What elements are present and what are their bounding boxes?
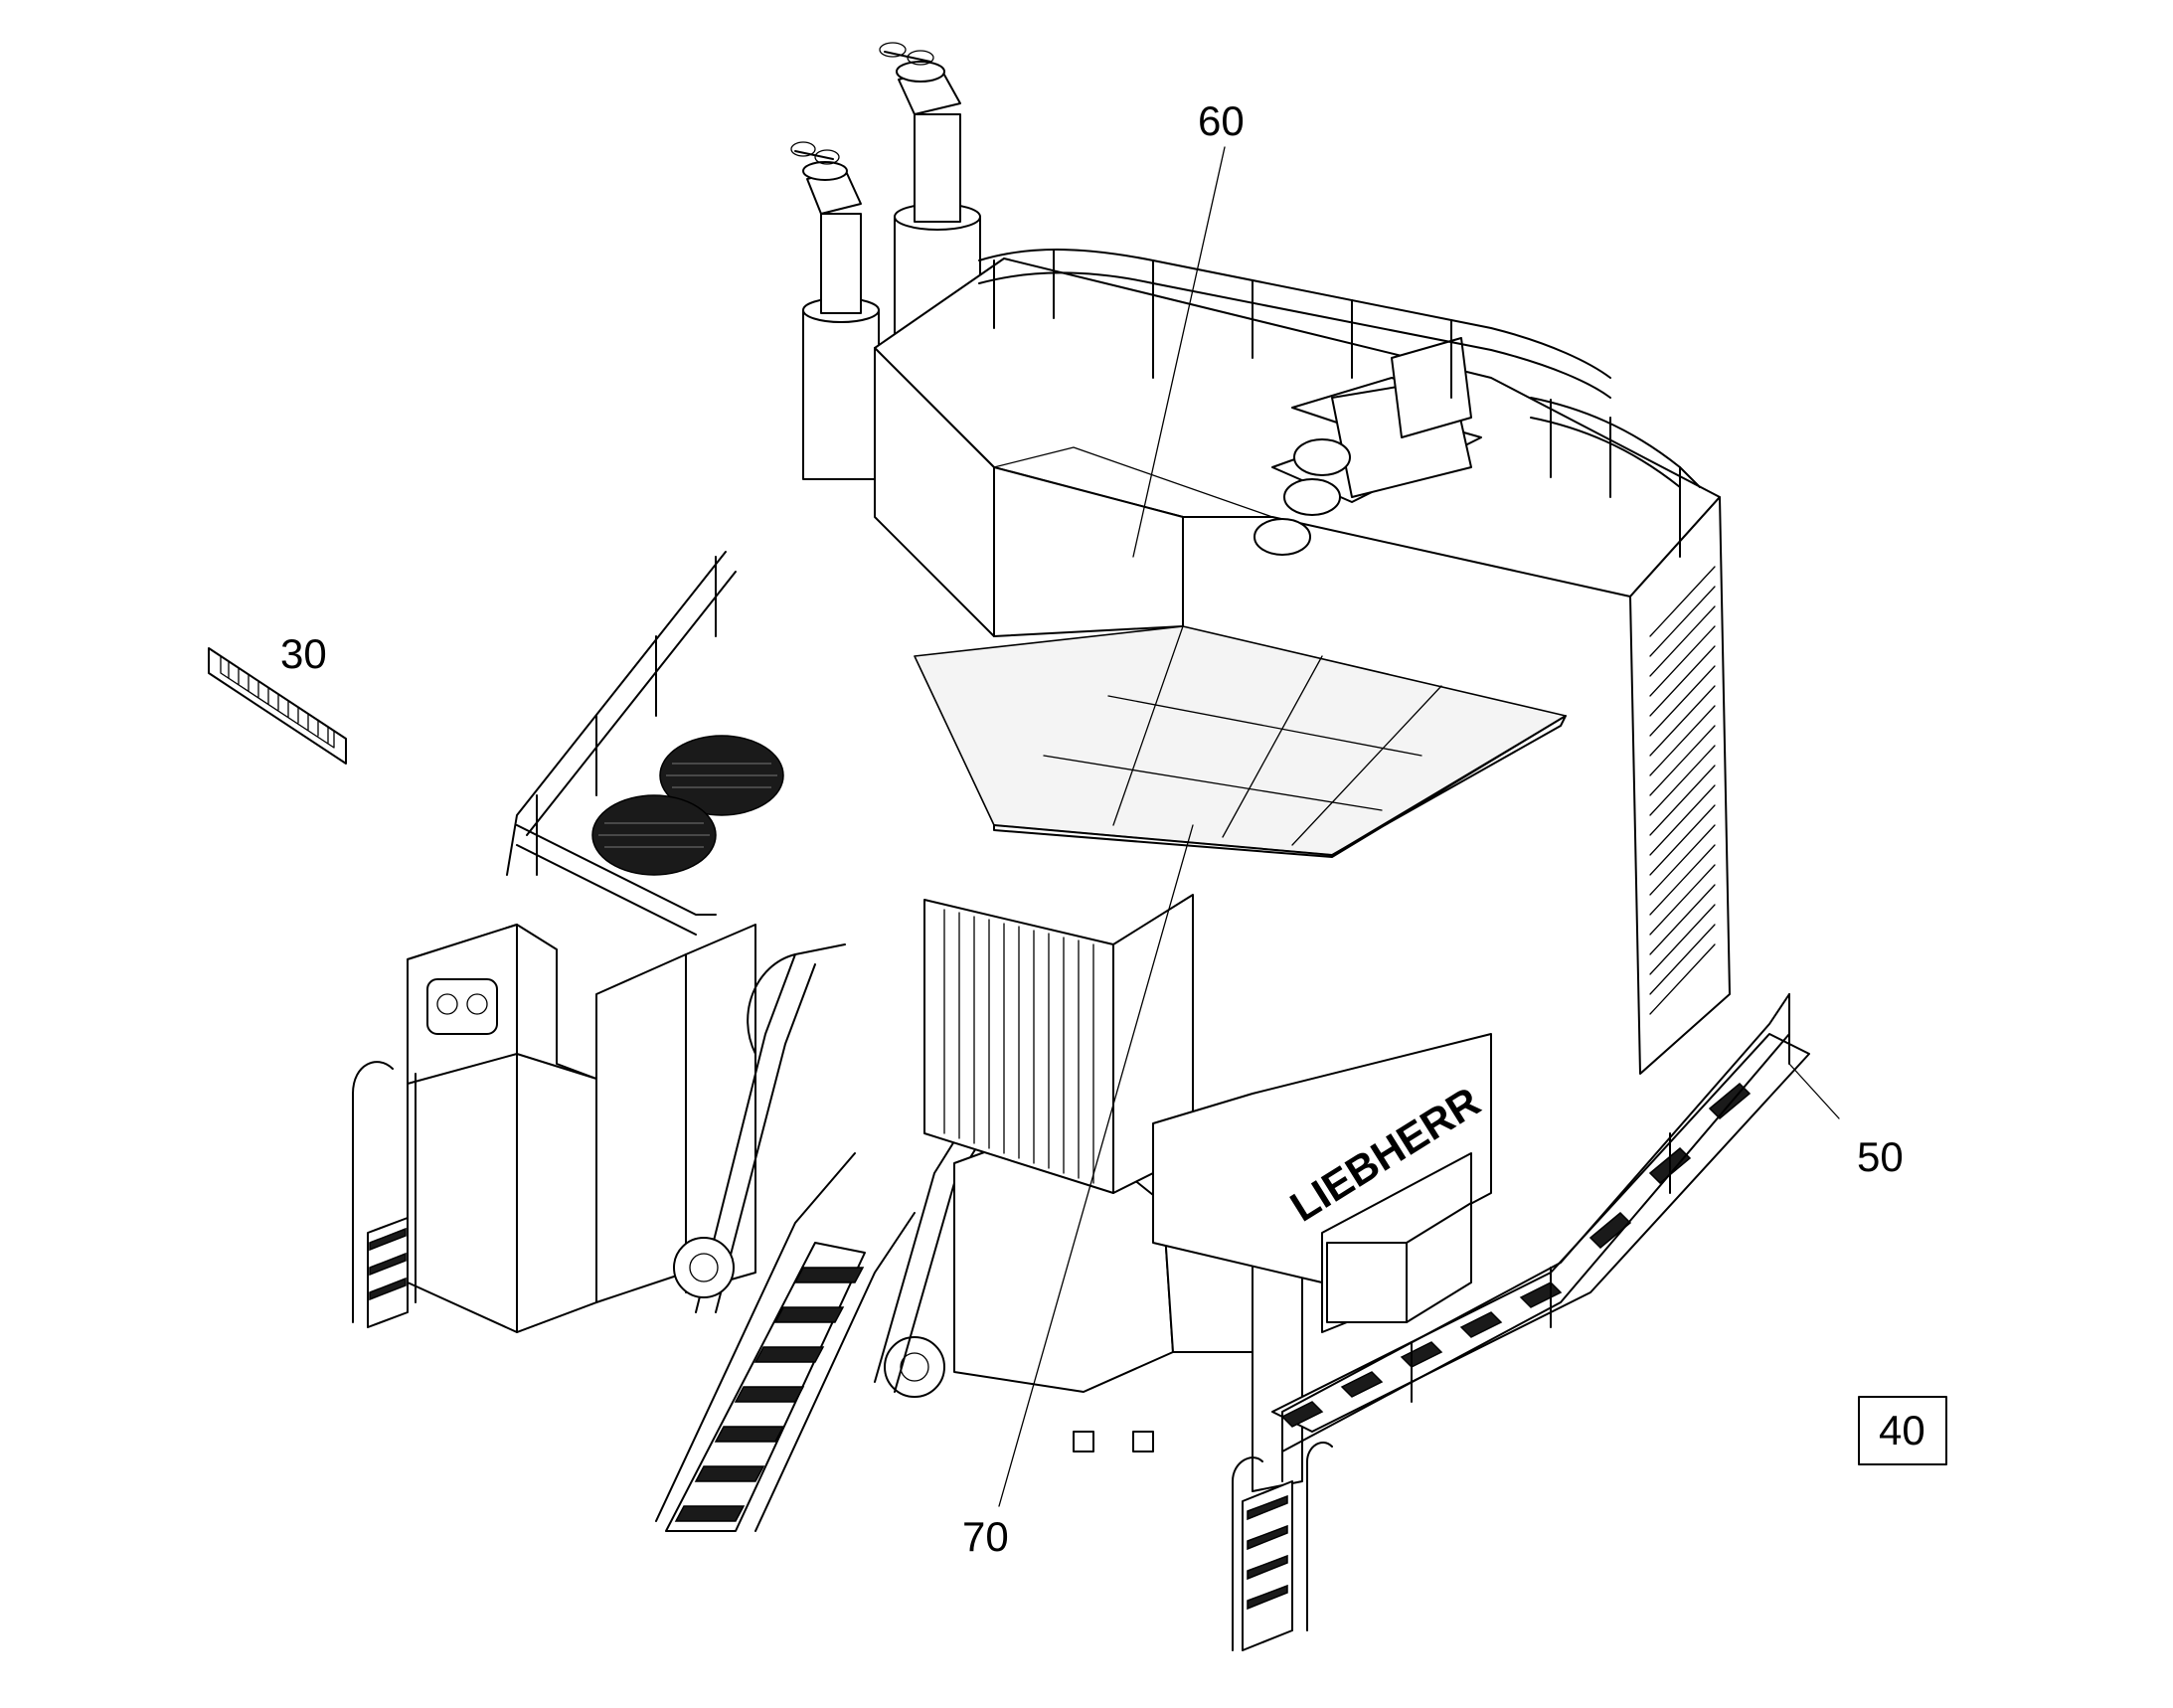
upper-deck — [874, 257, 1731, 1075]
grille-panel-part-30 — [208, 647, 347, 765]
callout-30: 30 — [280, 630, 327, 677]
left-front-stairs — [352, 1061, 417, 1328]
upper-railings — [506, 249, 1701, 936]
leader-70 — [998, 824, 1194, 1507]
front-radiator-grille — [923, 894, 1194, 1194]
leader-lines — [998, 146, 1840, 1507]
right-side-platform: LIEBHERR — [1152, 993, 1810, 1651]
left-rear-block — [407, 924, 687, 1333]
callout-40: 40 — [1879, 1407, 1925, 1453]
callout-70: 70 — [962, 1513, 1009, 1560]
callout-40-box — [1858, 1396, 1947, 1465]
leader-60 — [1132, 146, 1226, 558]
callout-50: 50 — [1857, 1133, 1904, 1180]
cooling-fans — [591, 735, 784, 876]
callout-60: 60 — [1198, 97, 1245, 144]
leader-50 — [1788, 1063, 1840, 1119]
center-inclined-stair — [655, 1152, 916, 1532]
